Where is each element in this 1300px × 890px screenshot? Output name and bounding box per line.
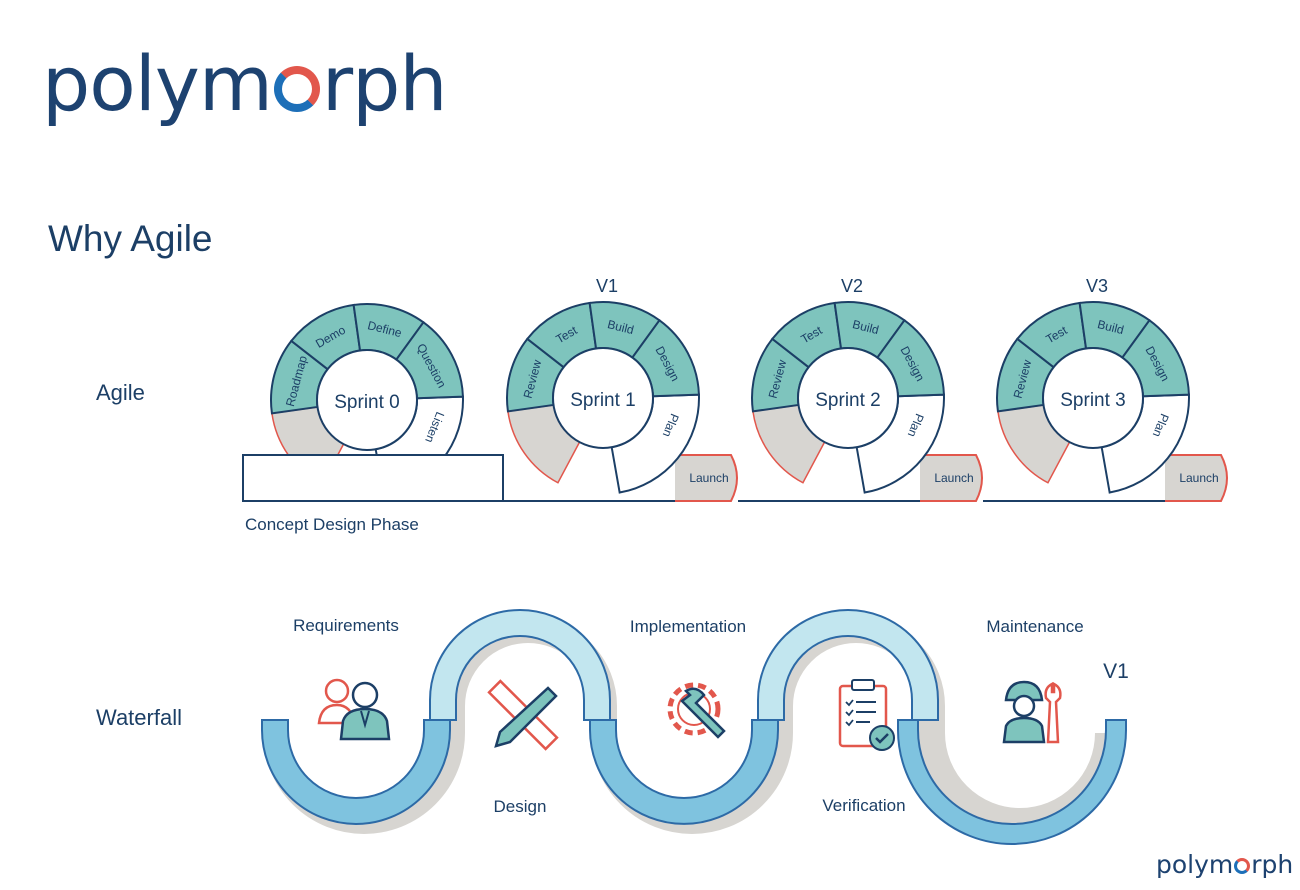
engineer-icon bbox=[1002, 680, 1062, 744]
waterfall-track bbox=[261, 609, 1127, 845]
polymorph-footer-logo: polym rph bbox=[1156, 852, 1293, 877]
launch-tab bbox=[672, 454, 738, 502]
phase-label-implementation: Implementation bbox=[630, 617, 746, 636]
agile-track: LaunchRoadmapDemoDefineQuestionListenSpr… bbox=[242, 276, 1228, 502]
sprint-stage-label: Build bbox=[606, 317, 635, 337]
agile-row-label: Agile bbox=[96, 380, 145, 405]
phase-label-verification: Verification bbox=[822, 796, 905, 815]
sprint-name: Sprint 0 bbox=[334, 392, 399, 413]
phase-label-design: Design bbox=[494, 797, 547, 816]
sprint-stage-label: Build bbox=[1096, 317, 1125, 337]
waterfall-trough-2 bbox=[589, 719, 779, 825]
sprint-name: Sprint 3 bbox=[1060, 390, 1125, 411]
footer-logo-o-ring-icon bbox=[1234, 858, 1251, 874]
pencil-ruler-icon bbox=[487, 679, 559, 751]
phase-label-requirements: Requirements bbox=[293, 616, 399, 635]
sprint-name: Sprint 2 bbox=[815, 390, 880, 411]
waterfall-trough-1 bbox=[261, 719, 451, 825]
gear-wrench-icon bbox=[667, 682, 726, 739]
clipboard-check-icon bbox=[838, 679, 895, 751]
logo-text-end: rph bbox=[321, 39, 448, 128]
sprint-version-label: V2 bbox=[841, 276, 863, 296]
phase-label-maintenance: Maintenance bbox=[986, 617, 1083, 636]
sprint-hub bbox=[797, 347, 899, 449]
logo-text-start: polym bbox=[42, 39, 273, 128]
concept-design-band bbox=[242, 454, 504, 502]
sprint-stage-label: Build bbox=[851, 317, 880, 337]
waterfall-crest-1 bbox=[429, 609, 611, 721]
waterfall-trough-3 bbox=[897, 719, 1127, 845]
sprint-name: Sprint 1 bbox=[570, 390, 635, 411]
sprint-version-label: V3 bbox=[1086, 276, 1108, 296]
footer-logo-text-start: polym bbox=[1156, 850, 1234, 879]
logo-o-ring-icon bbox=[273, 66, 320, 112]
people-icon bbox=[317, 678, 391, 741]
sprint-version-label: V1 bbox=[596, 276, 618, 296]
waterfall-version-label: V1 bbox=[1103, 660, 1129, 683]
waterfall-crest-2 bbox=[757, 609, 939, 721]
launch-label: Launch bbox=[934, 471, 973, 485]
launch-label: Launch bbox=[1179, 471, 1218, 485]
concept-design-phase-label: Concept Design Phase bbox=[245, 515, 419, 534]
waterfall-row-label: Waterfall bbox=[96, 705, 182, 730]
page-title: Why Agile bbox=[48, 218, 213, 259]
launch-tab bbox=[917, 454, 983, 502]
launch-tab bbox=[1162, 454, 1228, 502]
footer-logo-text-end: rph bbox=[1251, 850, 1294, 879]
sprint-hub bbox=[316, 349, 418, 451]
sprint-hub bbox=[552, 347, 654, 449]
sprint-hub bbox=[1042, 347, 1144, 449]
launch-label: Launch bbox=[689, 471, 728, 485]
